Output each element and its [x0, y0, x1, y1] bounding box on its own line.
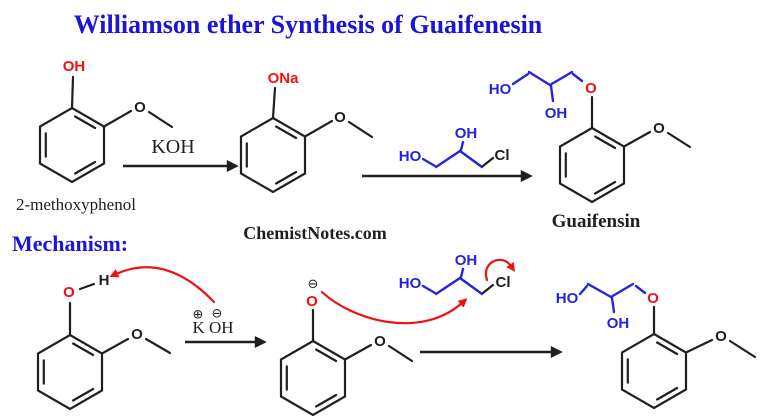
methoxy-oxygen-label: O — [715, 328, 727, 345]
hydroxyl-ho-label: HO — [399, 148, 422, 165]
bond — [622, 130, 652, 148]
ether-oxygen-label: O — [585, 80, 597, 97]
benzene-ring — [38, 106, 106, 184]
bond — [102, 109, 133, 128]
bond — [578, 284, 589, 296]
mechanism-phenol-structure: O H O — [36, 272, 172, 411]
bond — [610, 296, 616, 314]
bond — [586, 282, 613, 299]
minus-charge-icon: ⊖ — [212, 307, 223, 322]
benzene-ring — [279, 339, 347, 417]
proton-abstraction-arrow — [109, 266, 216, 304]
koh-formula-label: K OH — [192, 318, 233, 337]
bond — [434, 149, 462, 169]
bond — [434, 276, 462, 296]
bond — [481, 283, 495, 295]
chlorodiol-structure: HO OH Cl — [399, 125, 510, 169]
phenolate-structure: ⊖ O O — [279, 277, 414, 417]
bond — [421, 157, 437, 168]
mechanism-row: Mechanism: O H O ⊕ ⊖ K OH ⊖ O — [12, 231, 757, 417]
phenolate-oxygen-label: O — [306, 293, 318, 310]
ether-oxygen-label: O — [647, 290, 659, 307]
bond — [527, 70, 552, 87]
bond — [459, 267, 465, 279]
bond — [271, 86, 277, 120]
hydroxyl-label: OH — [63, 58, 86, 75]
koh-reagent-label: KOH — [151, 136, 194, 158]
plus-charge-icon: ⊕ — [193, 308, 204, 323]
bond — [684, 338, 714, 354]
mechanism-product-structure: HO OH O O — [556, 282, 757, 410]
hydroxyl-oh-label: OH — [607, 315, 630, 332]
bond — [70, 75, 75, 110]
benzene-ring — [36, 333, 104, 411]
phenol-oxygen-label: O — [63, 284, 75, 301]
benzene-ring — [558, 126, 626, 204]
page-title: Williamson ether Synthesis of Guaifenesi… — [74, 10, 543, 39]
bond — [634, 284, 647, 295]
phenol-name-label: 2-methoxyphenol — [16, 195, 136, 214]
bond — [144, 337, 172, 355]
sodium-phenolate-structure: ONa O — [239, 70, 374, 194]
leaving-group-arrow — [484, 258, 516, 282]
bond — [728, 339, 757, 359]
nucleophilic-attack-arrow — [320, 290, 468, 325]
bond — [100, 337, 130, 355]
hydroxyl-ho-label: HO — [399, 275, 422, 292]
bond — [387, 344, 414, 363]
mechanism-chlorodiol-structure: HO OH Cl — [399, 252, 516, 296]
methoxy-oxygen-label: O — [334, 109, 346, 126]
bond — [511, 72, 530, 86]
step1-arrow: KOH — [123, 136, 239, 172]
phenol-hydrogen-label: H — [99, 272, 110, 289]
bond — [147, 110, 174, 129]
hydroxyl-oh-label: OH — [545, 105, 568, 122]
minus-charge-icon: ⊖ — [308, 277, 319, 292]
product-name-label: Guaifensin — [552, 211, 641, 232]
bond — [343, 343, 373, 361]
bond — [347, 120, 374, 139]
bond — [571, 72, 584, 83]
bond — [458, 276, 484, 296]
hydroxyl-ho-label: HO — [489, 81, 512, 98]
bond — [78, 282, 96, 291]
methoxy-oxygen-label: O — [374, 333, 386, 350]
bond — [549, 84, 555, 103]
phenol-structure: OH O 2-methoxyphenol — [16, 58, 174, 214]
bond — [666, 131, 692, 149]
methoxy-oxygen-label: O — [131, 326, 143, 343]
bond — [459, 140, 465, 152]
benzene-ring — [620, 332, 688, 410]
bond — [548, 70, 574, 87]
chlorine-label: Cl — [495, 147, 510, 164]
benzene-ring — [239, 116, 307, 194]
bond — [303, 119, 334, 138]
hydroxyl-oh-label: OH — [455, 252, 478, 269]
hydroxyl-ho-label: HO — [556, 290, 579, 307]
mechanism-heading: Mechanism: — [12, 231, 128, 256]
bond — [458, 149, 484, 169]
koh-ion-pair: ⊕ ⊖ K OH — [185, 307, 267, 348]
sodium-phenolate-label: ONa — [268, 70, 300, 87]
guaifenesin-structure: HO OH O O Guaifensin — [489, 70, 692, 232]
hydroxyl-oh-label: OH — [455, 125, 478, 142]
chlorine-label: Cl — [496, 274, 511, 291]
bond — [421, 284, 437, 295]
bond — [481, 156, 495, 168]
watermark-text: ChemistNotes.com — [243, 223, 386, 243]
reaction-row: OH O 2-methoxyphenol KOH ONa O ChemistNo… — [16, 58, 692, 243]
methoxy-oxygen-label: O — [653, 120, 665, 137]
bond — [609, 282, 635, 299]
methoxy-oxygen-label: O — [134, 99, 146, 116]
